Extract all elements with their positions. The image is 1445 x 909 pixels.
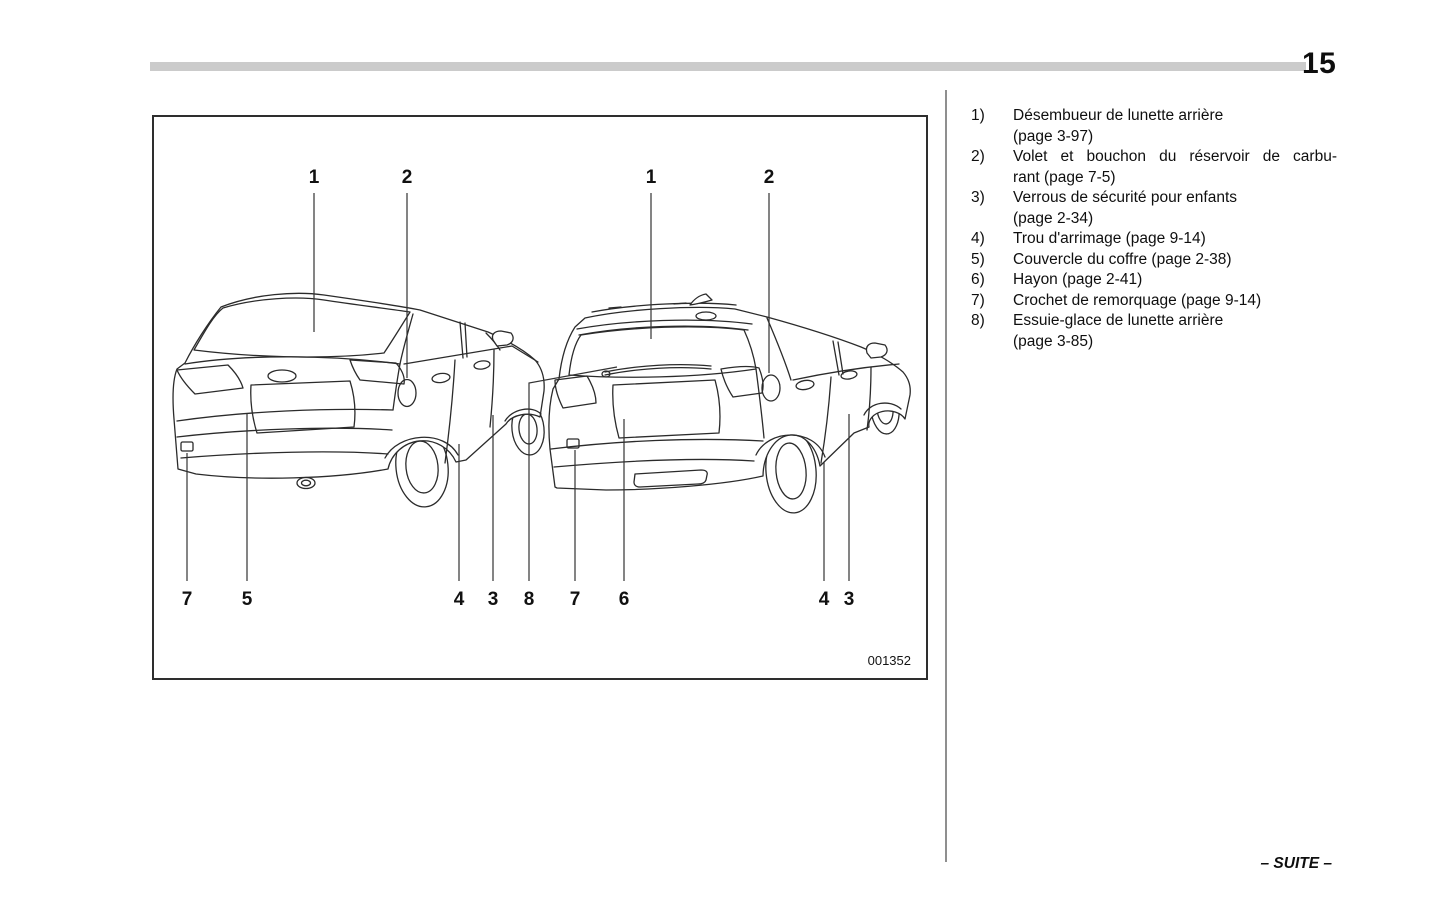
sedan-fuel-door — [397, 378, 417, 408]
legend-item-number: 5) — [971, 250, 985, 268]
legend: 1) Désembueur de lunette arrière(page 3-… — [971, 106, 1337, 352]
sedan-front-door-handle — [473, 360, 491, 370]
callout-numbers: 1 2 1 2 7 5 4 3 8 7 6 4 3 — [182, 167, 855, 610]
sedan-emblem — [267, 369, 297, 383]
hatchback-tow-hook-cover — [566, 438, 580, 449]
sedan-front-arch — [504, 408, 542, 422]
legend-item-number: 3) — [971, 189, 985, 206]
callout-number: 1 — [309, 167, 320, 188]
legend-item: 7) Crochet de remorquage (page 9-14) — [971, 291, 1337, 312]
hatchback-front-door-handle — [840, 370, 858, 380]
hatchback-front-arch — [863, 402, 902, 416]
callout-number: 7 — [570, 589, 581, 610]
legend-item: 3) Verrous de sécurité pour enfants(page… — [971, 188, 1337, 229]
callout-number: 3 — [844, 589, 855, 610]
callout-number: 4 — [454, 589, 465, 610]
car-diagram: 1 2 1 2 7 5 4 3 8 7 6 4 3 — [172, 167, 911, 610]
hatchback-rear-door-line — [820, 376, 832, 464]
hatchback-beltline — [792, 363, 900, 381]
section-divider — [945, 90, 947, 862]
sedan-bumper-top-line — [176, 408, 394, 422]
legend-item-number: 7) — [971, 291, 985, 309]
legend-item-number: 8) — [971, 312, 985, 329]
figure-code: 001352 — [867, 653, 911, 668]
callout-leader-lines — [186, 193, 850, 581]
hatchback-rear-wiper — [601, 364, 712, 378]
hatchback-b-pillar — [832, 340, 844, 376]
hatchback-drawing — [548, 293, 911, 514]
legend-item-number: 6) — [971, 271, 985, 288]
sedan-left-taillight — [176, 364, 244, 395]
sedan-right-taillight — [349, 359, 405, 385]
legend-item-text: Verrous de sécurité pour enfants(page 2-… — [1013, 189, 1238, 227]
sedan-body — [172, 292, 545, 479]
hatchback-tailgate-edge — [755, 368, 765, 439]
legend-item-number: 1) — [971, 107, 985, 124]
callout-number: 1 — [646, 167, 657, 188]
callout-number: 3 — [488, 589, 499, 610]
callout-number: 5 — [242, 589, 253, 610]
sedan-b-pillar — [459, 321, 468, 359]
hatchback-roof-rail — [591, 302, 737, 313]
sedan-front-door-line — [489, 349, 495, 428]
hatchback-fuel-door — [761, 374, 781, 402]
sedan-rear-arch — [384, 436, 459, 459]
sedan-bumper-lower-crease — [180, 451, 389, 459]
callout-number: 7 — [182, 589, 193, 610]
legend-item: 5) Couvercle du coffre (page 2-38) — [971, 250, 1337, 271]
hatchback-roof-rail-feet — [608, 302, 687, 309]
hatchback-body — [548, 306, 911, 491]
sedan-rear-door-line — [444, 359, 456, 464]
callout-number: 8 — [524, 589, 535, 610]
legend-item-text: Crochet de remorquage (page 9-14) — [1013, 291, 1262, 309]
hatchback-left-taillight — [554, 375, 597, 409]
sedan-c-pillar — [399, 313, 414, 365]
page-number: 15 — [1302, 47, 1337, 80]
hatchback-front-door-line — [866, 366, 872, 431]
legend-item-text: Hayon (page 2-41) — [1013, 271, 1143, 288]
hatchback-antenna-fin — [689, 293, 713, 306]
hatchback-rear-door-handle — [795, 379, 815, 391]
legend-item-text: Volet et bouchon du réservoir de carbu-r… — [1013, 148, 1337, 186]
callout-number: 4 — [819, 589, 830, 610]
legend-item-text: Couvercle du coffre (page 2-38) — [1013, 250, 1232, 268]
sedan-bumper-crease — [176, 427, 393, 438]
hatchback-bumper-top-line — [550, 438, 764, 450]
sedan-beltline — [403, 345, 539, 365]
top-rule — [150, 62, 1306, 71]
callout-number: 2 — [764, 167, 775, 188]
callout-number: 6 — [619, 589, 630, 610]
continuation-marker: – SUITE – — [1260, 855, 1333, 872]
sedan-tow-hook-cover — [180, 441, 194, 452]
hatchback-side-mirror — [865, 342, 888, 359]
hatchback-license-recess — [612, 379, 721, 439]
callout-number: 2 — [402, 167, 413, 188]
legend-item: 1) Désembueur de lunette arrière(page 3-… — [971, 106, 1337, 147]
hatchback-rear-arch — [755, 434, 826, 458]
sedan-exhaust — [296, 476, 316, 490]
legend-item-text: Trou d'arrimage (page 9-14) — [1013, 230, 1206, 247]
hatchback-bumper-vent — [633, 469, 708, 488]
hatchback-bumper-crease — [553, 458, 755, 468]
legend-item: 6) Hayon (page 2-41) — [971, 270, 1337, 291]
legend-item-number: 4) — [971, 230, 985, 247]
legend-item: 4) Trou d'arrimage (page 9-14) — [971, 229, 1337, 250]
sedan-license-recess — [250, 380, 356, 434]
sedan-rear-door-handle — [431, 372, 451, 384]
sedan-side-mirror — [491, 330, 514, 347]
figure-box: 1 2 1 2 7 5 4 3 8 7 6 4 3 001352 — [152, 115, 928, 680]
legend-item-text: Désembueur de lunette arrière(page 3-97) — [1013, 107, 1224, 145]
legend-item-text: Essuie-glace de lunette arrière(page 3-8… — [1013, 312, 1224, 350]
legend-item: 2) Volet et bouchon du réservoir de carb… — [971, 147, 1337, 188]
sedan-drawing — [172, 292, 545, 508]
hatchback-rear-window — [568, 326, 757, 378]
legend-item: 8) Essuie-glace de lunette arrière(page … — [971, 311, 1337, 352]
legend-item-number: 2) — [971, 148, 985, 165]
